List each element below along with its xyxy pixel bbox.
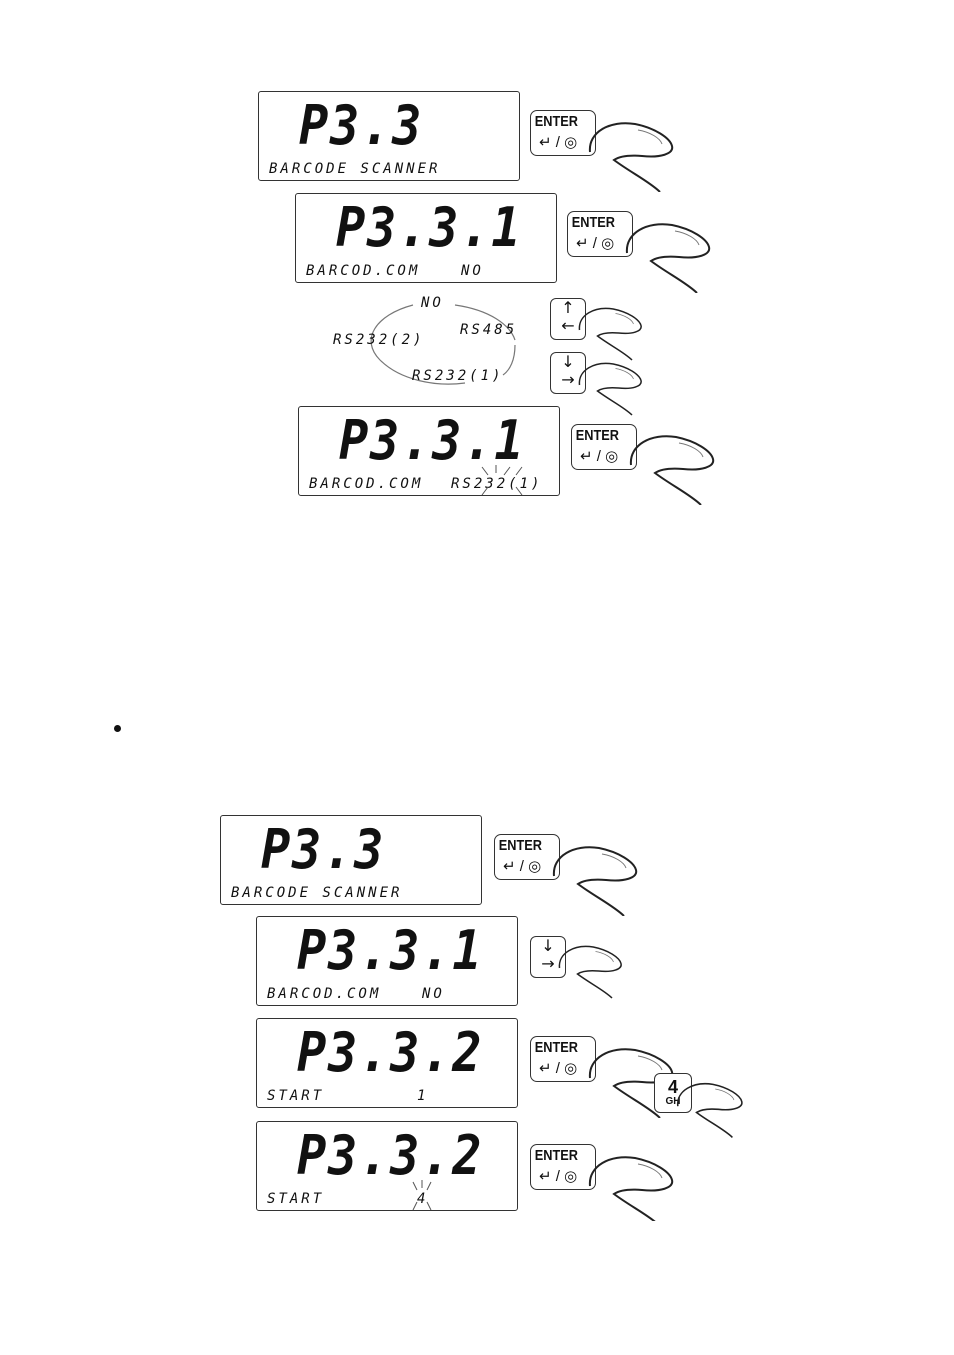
right-arrow-icon: → <box>561 370 575 389</box>
enter-key-label: ENTER <box>534 1147 578 1164</box>
finger-icon <box>552 846 638 916</box>
enter-key-sub: ↵ / ◎ <box>539 1168 578 1185</box>
down-key[interactable]: ↓ → <box>550 352 586 394</box>
finger-icon <box>629 435 715 505</box>
blink-marks-icon <box>481 465 523 496</box>
lcd-code: P3.3.1 <box>336 196 523 259</box>
enter-key-label: ENTER <box>575 427 619 444</box>
lcd-value: 1 <box>417 1088 429 1104</box>
up-key[interactable]: ↑ ← <box>550 298 586 340</box>
lcd-screen-p3-3-1: P3.3.1 BARCOD.COM NO <box>256 916 518 1006</box>
enter-key[interactable]: ENTER ↵ / ◎ <box>530 110 596 156</box>
finger-icon <box>588 122 674 192</box>
lcd-text: BARCODE SCANNER <box>231 885 403 901</box>
lcd-code: P3.3.2 <box>297 1124 484 1187</box>
up-arrow-icon: ↑ <box>561 298 575 317</box>
enter-key[interactable]: ENTER ↵ / ◎ <box>530 1144 596 1190</box>
enter-key-sub: ↵ / ◎ <box>539 1060 578 1077</box>
bullet-point <box>114 725 121 732</box>
finger-icon <box>625 223 711 293</box>
down-arrow-icon: ↓ <box>541 936 555 955</box>
enter-key-label: ENTER <box>534 1039 578 1056</box>
lcd-screen-p3-3: P3.3 BARCODE SCANNER <box>220 815 482 905</box>
lcd-value: 4 <box>417 1191 429 1207</box>
finger-icon <box>588 1156 674 1221</box>
option-no: NO <box>421 295 444 311</box>
number-4-key[interactable]: 4 GH <box>654 1073 692 1113</box>
lcd-text: BARCOD.COM <box>309 476 424 492</box>
enter-key-sub: ↵ / ◎ <box>576 235 615 252</box>
right-arrow-icon: → <box>541 954 555 973</box>
number-4-digit: 4 <box>667 1077 678 1097</box>
finger-icon <box>578 362 642 416</box>
option-rs232-2: RS232(2) <box>333 332 425 348</box>
lcd-screen-p3-3-2-selected: P3.3.2 START 4 <box>256 1121 518 1211</box>
enter-key-sub: ↵ / ◎ <box>580 448 619 465</box>
lcd-code: P3.3.1 <box>297 919 484 982</box>
enter-key-sub: ↵ / ◎ <box>503 858 542 875</box>
lcd-screen-p3-3-1: P3.3.1 BARCOD.COM NO <box>295 193 557 283</box>
lcd-code: P3.3.2 <box>297 1021 484 1084</box>
lcd-code: P3.3 <box>261 818 386 881</box>
down-arrow-icon: ↓ <box>561 352 575 371</box>
lcd-text: START <box>267 1191 325 1207</box>
lcd-text: START <box>267 1088 325 1104</box>
finger-icon <box>676 1082 743 1139</box>
blink-marks-icon <box>412 1180 432 1211</box>
enter-key[interactable]: ENTER ↵ / ◎ <box>567 211 633 257</box>
lcd-text: BARCOD.COM <box>306 263 421 279</box>
option-cycle-ellipse <box>370 304 516 385</box>
option-rs485: RS485 <box>460 322 518 338</box>
enter-key-label: ENTER <box>571 214 615 231</box>
number-4-letters: GH <box>665 1096 681 1107</box>
lcd-screen-p3-3-2: P3.3.2 START 1 <box>256 1018 518 1108</box>
lcd-value: NO <box>422 986 445 1002</box>
lcd-value: NO <box>461 263 484 279</box>
lcd-screen-p3-3-1-selected: P3.3.1 BARCOD.COM RS232(1) <box>298 406 560 496</box>
enter-key-sub: ↵ / ◎ <box>539 134 578 151</box>
down-key[interactable]: ↓ → <box>530 936 566 978</box>
enter-key-label: ENTER <box>498 837 542 854</box>
left-arrow-icon: ← <box>561 316 575 335</box>
finger-icon <box>558 945 622 999</box>
lcd-screen-p3-3: P3.3 BARCODE SCANNER <box>258 91 520 181</box>
lcd-text: BARCODE SCANNER <box>269 161 441 177</box>
enter-key[interactable]: ENTER ↵ / ◎ <box>530 1036 596 1082</box>
lcd-code: P3.3.1 <box>339 409 526 472</box>
lcd-code: P3.3 <box>299 94 424 157</box>
enter-key-label: ENTER <box>534 113 578 130</box>
option-rs232-1: RS232(1) <box>412 368 504 384</box>
enter-key[interactable]: ENTER ↵ / ◎ <box>494 834 560 880</box>
lcd-text: BARCOD.COM <box>267 986 382 1002</box>
